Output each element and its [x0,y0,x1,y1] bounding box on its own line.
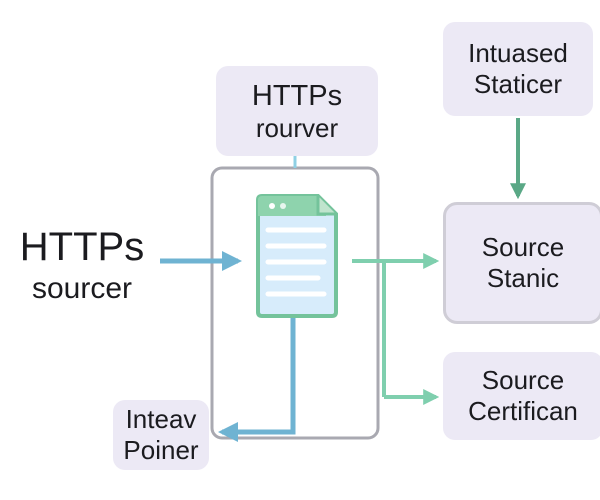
node-intuased-staticer: Intuased Staticer [443,22,593,116]
node-https-rourver: HTTPs rourver [216,66,378,156]
node-line1: Source [481,365,565,396]
node-line1: Inteav [125,404,197,435]
node-line1: HTTPs [251,79,343,112]
node-line2: Stanic [486,263,560,293]
node-line2: rourver [255,112,339,143]
node-line1: Source [481,232,565,263]
node-line2: Certifican [468,396,578,426]
document-icon [256,194,338,318]
node-line2: sourcer [31,271,133,305]
node-line1: HTTPs [19,224,145,269]
node-source-stanic: Source Stanic [443,202,600,324]
node-source-certifican: Source Certifican [443,352,600,440]
arrow-document-to-bottom-left [218,318,296,442]
node-https-sourcer: HTTPs sourcer [2,220,162,310]
node-inteav-poiner: Inteav Poiner [113,400,209,470]
node-line1: Intuased [468,38,568,69]
node-line2: Poiner [123,435,199,465]
node-line2: Staticer [473,69,563,99]
